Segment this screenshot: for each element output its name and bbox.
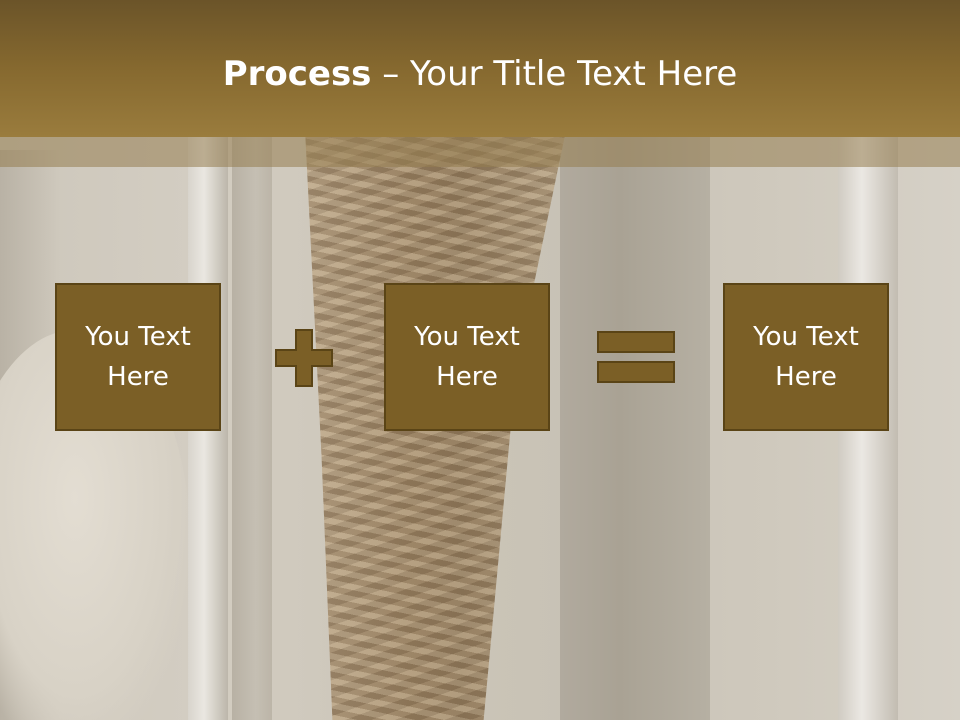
plus-icon xyxy=(275,329,333,387)
slide-title-bold: Process xyxy=(222,54,372,94)
background-panel xyxy=(560,137,710,720)
step-box-1-text: You Text Here xyxy=(85,322,191,392)
step-box-3-text: You Text Here xyxy=(753,322,859,392)
background-pole xyxy=(232,137,272,720)
step-box-1[interactable]: You Text Here xyxy=(55,283,221,431)
title-bar xyxy=(0,0,960,137)
slide-title-rest: – Your Title Text Here xyxy=(371,54,738,94)
equals-icon xyxy=(597,331,675,383)
slide-title[interactable]: Process – Your Title Text Here xyxy=(0,52,960,96)
step-box-2[interactable]: You Text Here xyxy=(384,283,550,431)
step-box-2-text: You Text Here xyxy=(414,322,520,392)
step-box-3[interactable]: You Text Here xyxy=(723,283,889,431)
title-bar-band xyxy=(0,137,960,167)
